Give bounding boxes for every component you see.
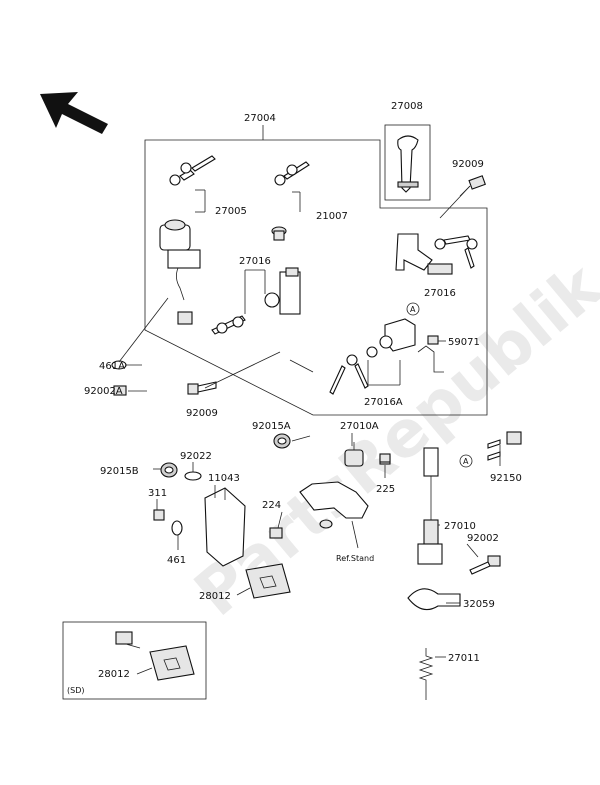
lock-set-27016-mid — [211, 267, 301, 335]
washer-92022 — [184, 471, 202, 481]
bolt-92002A — [113, 385, 127, 396]
watermark: PartsRepublik — [181, 249, 600, 631]
label-27004: 27004 — [244, 113, 276, 124]
svg-text:A: A — [463, 457, 469, 466]
label-92002A: 92002A — [84, 386, 123, 397]
label-27016-right: 27016 — [424, 288, 456, 299]
label-27016-mid: 27016 — [239, 256, 271, 267]
washer-461 — [171, 520, 183, 536]
label-92009-bottom: 92009 — [186, 408, 218, 419]
nut-92015B — [160, 462, 178, 478]
key-blank-box-27008 — [384, 124, 431, 201]
inset-nut — [115, 631, 133, 645]
part-59071 — [417, 335, 444, 373]
label-311: 311 — [148, 488, 167, 499]
label-224: 224 — [262, 500, 281, 511]
label-21007: 21007 — [316, 211, 348, 222]
bracket-ref-stand — [299, 481, 369, 529]
label-27011: 27011 — [448, 653, 480, 664]
label-461A: 461A — [99, 361, 125, 372]
cap-part — [271, 226, 287, 241]
marker-a-right: A — [459, 454, 473, 468]
inset-sd-box — [62, 621, 207, 700]
label-461: 461 — [167, 555, 186, 566]
leader-lines — [125, 340, 501, 675]
bolt-92150 — [487, 431, 522, 461]
label-28012-inset: 28012 — [98, 669, 130, 680]
label-27005: 27005 — [215, 206, 247, 217]
label-225: 225 — [376, 484, 395, 495]
bracket-11043 — [204, 487, 246, 567]
nut-311 — [153, 509, 165, 521]
label-92002: 92002 — [467, 533, 499, 544]
spring-27011 — [418, 648, 434, 700]
label-27010: 27010 — [444, 521, 476, 532]
label-inset-sd: (SD) — [67, 686, 84, 695]
screw-224 — [269, 527, 283, 539]
label-28012-main: 28012 — [199, 591, 231, 602]
label-92015B: 92015B — [100, 466, 139, 477]
bolt-92002 — [469, 555, 501, 575]
label-32059: 32059 — [463, 599, 495, 610]
screw-92009-bottom — [187, 381, 217, 395]
svg-text:A: A — [410, 305, 416, 314]
marker-a-top: A — [406, 302, 420, 316]
switch-27010 — [407, 447, 461, 611]
screw-225 — [379, 453, 391, 463]
label-ref-stand: Ref.Stand — [336, 554, 374, 563]
lock-set-27016-right — [395, 233, 478, 275]
assembly-outline-27004 — [144, 139, 488, 416]
key-blank-27008 — [397, 135, 419, 193]
label-11043: 11043 — [208, 473, 240, 484]
keys-27005 — [169, 155, 216, 186]
lock-set-27016A — [329, 318, 416, 395]
label-92009-top: 92009 — [452, 159, 484, 170]
label-27008: 27008 — [391, 101, 423, 112]
label-27010A: 27010A — [340, 421, 379, 432]
direction-arrow-icon — [40, 92, 108, 134]
label-59071: 59071 — [448, 337, 480, 348]
label-92015A: 92015A — [252, 421, 291, 432]
label-92022: 92022 — [180, 451, 212, 462]
ignition-switch — [159, 219, 201, 325]
label-27016A: 27016A — [364, 397, 403, 408]
inset-plate-28012 — [149, 645, 195, 681]
nut-92015A — [273, 433, 291, 449]
keys-21007 — [274, 161, 310, 186]
label-92150: 92150 — [490, 473, 522, 484]
plate-28012 — [245, 563, 291, 599]
